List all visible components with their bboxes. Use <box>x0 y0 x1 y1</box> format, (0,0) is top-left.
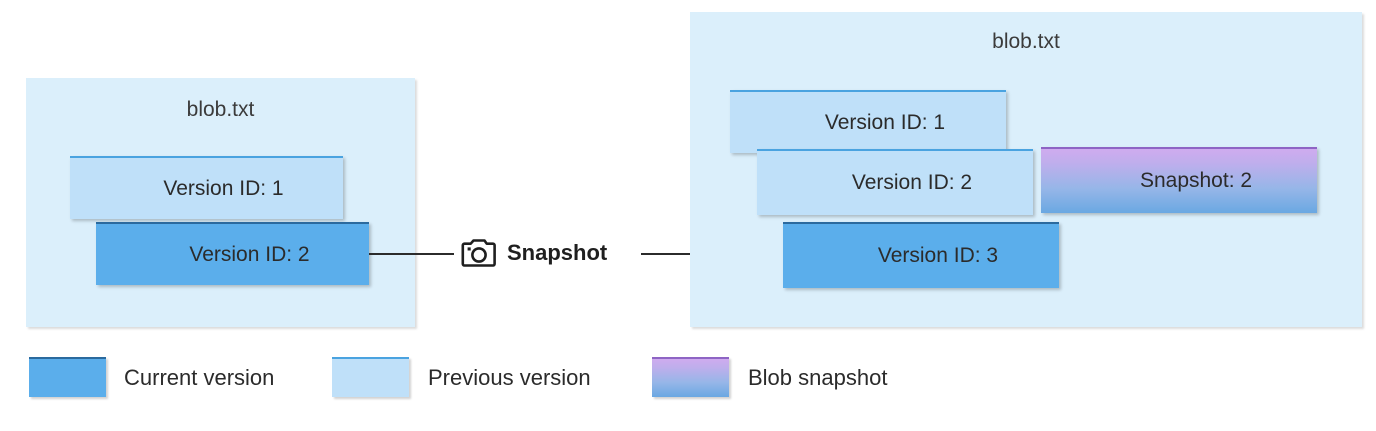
legend-swatch-blob-snapshot <box>652 357 729 397</box>
snapshot-box-label: Snapshot: 2 <box>1139 169 1253 192</box>
legend-label-previous-version: Previous version <box>428 365 591 390</box>
version-box-label: Version ID: 3 <box>877 244 999 267</box>
version-box-right-1[interactable]: Version ID: 1 <box>730 90 1006 153</box>
snapshot-connector-label: Snapshot <box>507 240 608 265</box>
version-box-left-1[interactable]: Version ID: 1 <box>70 156 343 219</box>
connector-line-left <box>369 253 454 255</box>
version-box-label: Version ID: 2 <box>189 242 310 266</box>
version-box-label: Version ID: 1 <box>163 176 284 200</box>
version-box-label: Version ID: 1 <box>824 110 946 134</box>
blob-title-before: blob.txt <box>186 98 255 121</box>
version-box-right-3[interactable]: Version ID: 3 <box>783 222 1059 288</box>
legend-swatch-previous-version <box>332 357 409 397</box>
legend-label-blob-snapshot: Blob snapshot <box>748 365 888 390</box>
legend-label-current-version: Current version <box>124 365 275 390</box>
version-box-right-2[interactable]: Version ID: 2 <box>757 149 1033 215</box>
version-box-left-2[interactable]: Version ID: 2 <box>96 222 369 285</box>
legend-swatch-current-version <box>29 357 106 397</box>
snapshot-box-right[interactable]: Snapshot: 2 <box>1041 147 1317 213</box>
blob-title-after: blob.txt <box>992 30 1060 53</box>
camera-icon <box>461 236 497 270</box>
version-box-label: Version ID: 2 <box>851 171 973 194</box>
